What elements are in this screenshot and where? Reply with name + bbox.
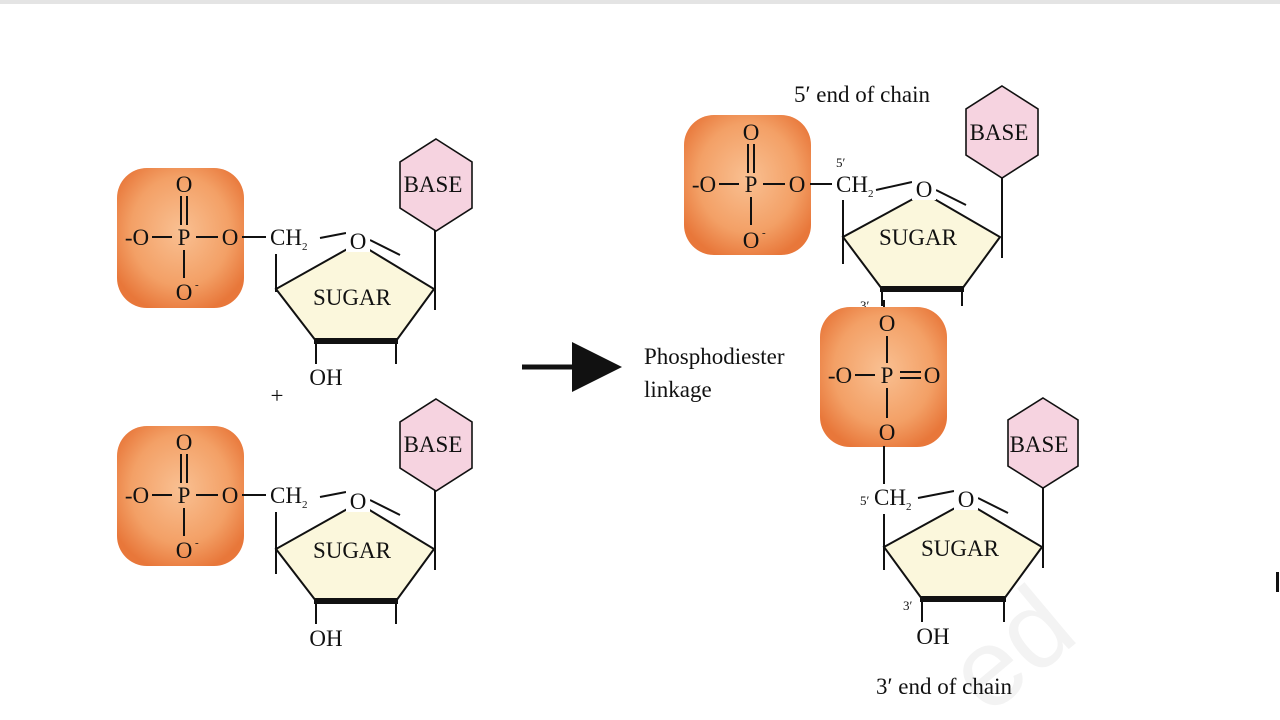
sugar-label: SUGAR: [921, 536, 1000, 561]
sugar-label: SUGAR: [313, 538, 392, 563]
three-prime-end-label: 3′ end of chain: [876, 674, 1012, 699]
phosphate-oxygen-right: O: [924, 363, 941, 388]
linkage-label-line2: linkage: [644, 377, 712, 402]
base-label: BASE: [404, 172, 463, 197]
phosphate-ester-oxygen: -O: [828, 363, 852, 388]
plus-sign: +: [271, 383, 284, 408]
linkage-label-line1: Phosphodiester: [644, 344, 785, 369]
five-prime-marker: 5′: [860, 493, 870, 508]
negative-charge: -: [195, 279, 199, 291]
negative-charge: -: [762, 227, 766, 239]
phosphate-oxygen-bottom: O: [879, 420, 896, 445]
base-label: BASE: [1010, 432, 1069, 457]
phosphate-oxygen-bottom: O: [743, 228, 760, 253]
base-hexagon: [965, 85, 1039, 179]
five-prime-end-label: 5′ end of chain: [794, 82, 930, 107]
base-hexagon: [1007, 397, 1079, 489]
three-prime-marker: 3′: [903, 598, 913, 613]
top-bar: [0, 0, 1280, 4]
hydroxyl-label: OH: [916, 624, 949, 649]
phosphate-oxygen-bottom: O: [176, 538, 193, 563]
sugar-label: SUGAR: [879, 225, 958, 250]
phosphate-group: [117, 168, 244, 308]
hydroxyl-label: OH: [309, 626, 342, 651]
nucleotide-bottom-left: O -O P O O - CH2 O SUGAR BASE OH: [117, 398, 473, 651]
three-prime-marker: 3′: [860, 298, 870, 313]
nucleotide-bottom-right: 5′ CH2 O SUGAR BASE 3′ OH: [860, 397, 1079, 649]
ch2-label: CH2: [270, 483, 307, 511]
phosphate-group: [820, 307, 947, 447]
base-hexagon: [399, 138, 473, 232]
phosphate-ester-oxygen: -O: [692, 172, 716, 197]
five-prime-marker: 5′: [836, 155, 846, 170]
phosphate-group: [684, 115, 811, 255]
ring-oxygen: O: [350, 229, 367, 254]
ring-oxygen: O: [916, 177, 933, 202]
phosphate-oxygen-top: O: [879, 311, 896, 336]
base-label: BASE: [404, 432, 463, 457]
phosphate-oxygen-top: O: [176, 430, 193, 455]
ch2-label: CH2: [836, 172, 873, 200]
phosphate-oxygen-right: O: [789, 172, 806, 197]
phosphate-oxygen-right: O: [222, 225, 239, 250]
ch2-label: CH2: [874, 485, 911, 513]
phosphodiester-phosphate: O -O P O O: [820, 300, 947, 484]
phosphate-group: [117, 426, 244, 566]
phosphorus-label: P: [881, 363, 894, 388]
base-hexagon: [399, 398, 473, 492]
phosphate-oxygen-right: O: [222, 483, 239, 508]
nucleotide-top-left: O -O P O O - CH2 O SUGAR BASE OH: [117, 138, 473, 390]
phosphate-oxygen-top: O: [176, 172, 193, 197]
phosphate-ester-oxygen: -O: [125, 225, 149, 250]
phosphate-oxygen-bottom: O: [176, 280, 193, 305]
nucleotide-top-right: O -O P O O - 5′ CH2 O SUGAR BASE 3′: [684, 85, 1039, 313]
text-cursor-mark: [1276, 572, 1279, 592]
phosphorus-label: P: [178, 483, 191, 508]
phosphate-ester-oxygen: -O: [125, 483, 149, 508]
ring-oxygen: O: [958, 487, 975, 512]
ring-oxygen: O: [350, 489, 367, 514]
phosphorus-label: P: [178, 225, 191, 250]
phosphorus-label: P: [745, 172, 758, 197]
phosphate-oxygen-top: O: [743, 120, 760, 145]
hydroxyl-label: OH: [309, 365, 342, 390]
base-label: BASE: [970, 120, 1029, 145]
ch2-label: CH2: [270, 225, 307, 253]
sugar-label: SUGAR: [313, 285, 392, 310]
negative-charge: -: [195, 537, 199, 549]
